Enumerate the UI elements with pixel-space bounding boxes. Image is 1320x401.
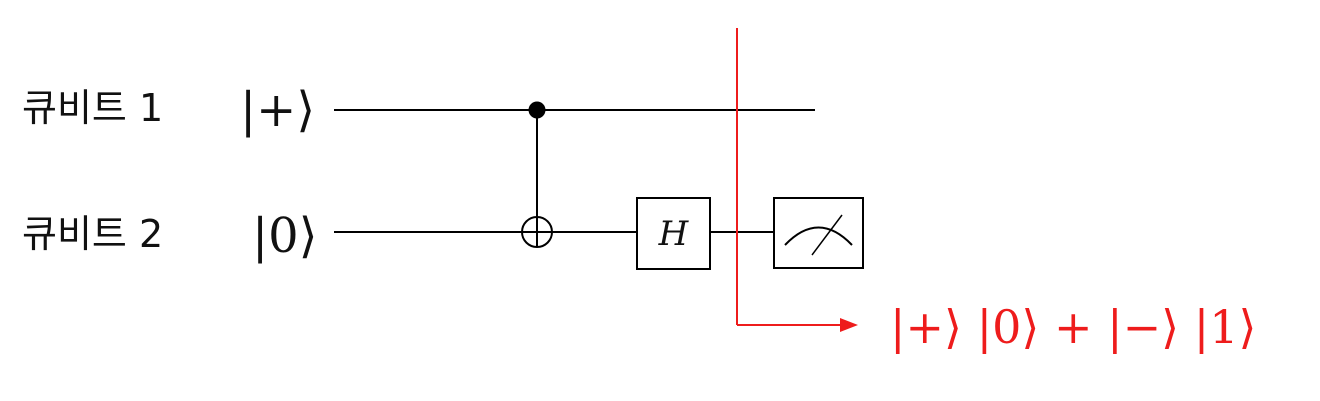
state-annotation-arrow xyxy=(736,28,858,332)
meter-icon xyxy=(773,197,864,269)
qubit-2-initial-state: |0⟩ xyxy=(252,208,317,264)
hadamard-gate-label: H xyxy=(658,214,690,254)
arrow-right-icon xyxy=(840,318,858,332)
qubit-1-initial-state: |+⟩ xyxy=(240,82,315,138)
resulting-state: |+⟩ |0⟩ + |−⟩ |1⟩ xyxy=(890,300,1256,354)
hadamard-gate xyxy=(636,197,711,270)
cnot-target-icon xyxy=(521,216,553,248)
qubit-1-label: 큐비트 1 xyxy=(22,86,163,130)
qubit-2-label: 큐비트 2 xyxy=(22,212,163,256)
control-dot-icon xyxy=(528,101,546,119)
